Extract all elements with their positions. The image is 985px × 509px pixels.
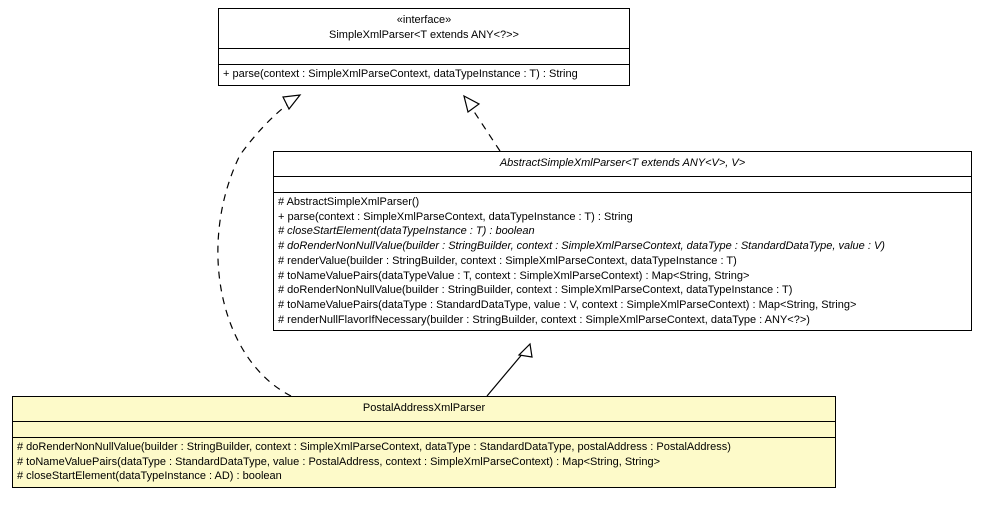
class-attributes-abstractsimplexmlparser (274, 176, 971, 192)
class-box-postaladdressxmlparser[interactable]: PostalAddressXmlParser # doRenderNonNull… (12, 396, 836, 489)
operation-row: # renderNullFlavorIfNecessary(builder : … (278, 313, 810, 326)
class-stereotype: «interface» (396, 14, 452, 26)
operation-row: # toNameValuePairs(dataType : StandardDa… (17, 455, 661, 468)
class-name: PostalAddressXmlParser (362, 402, 486, 414)
class-operations-postaladdressxmlparser: # doRenderNonNullValue(builder : StringB… (13, 437, 835, 487)
edge-postaladdress-extends-abstract (486, 342, 533, 397)
edge-abstract-realizes-interface (463, 94, 501, 152)
class-name: SimpleXmlParser<T extends ANY<?>> (329, 29, 519, 41)
operation-row: + parse(context : SimpleXmlParseContext,… (223, 68, 578, 80)
operation-row: # doRenderNonNullValue(builder : StringB… (278, 240, 885, 253)
operation-row: # toNameValuePairs(dataType : StandardDa… (278, 298, 857, 311)
class-header-simplexmlparser: «interface» SimpleXmlParser<T extends AN… (219, 9, 629, 48)
operation-row: # renderValue(builder : StringBuilder, c… (278, 254, 737, 267)
operation-row: + parse(context : SimpleXmlParseContext,… (278, 210, 633, 223)
operation-row: # closeStartElement(dataTypeInstance : A… (17, 470, 282, 483)
class-header-postaladdressxmlparser: PostalAddressXmlParser (13, 397, 835, 421)
class-header-abstractsimplexmlparser: AbstractSimpleXmlParser<T extends ANY<V>… (274, 152, 971, 176)
operation-row: # AbstractSimpleXmlParser() (278, 196, 420, 208)
operation-row: # doRenderNonNullValue(builder : StringB… (278, 284, 793, 297)
class-name: AbstractSimpleXmlParser<T extends ANY<V>… (499, 157, 746, 169)
class-box-abstractsimplexmlparser[interactable]: AbstractSimpleXmlParser<T extends ANY<V>… (273, 151, 972, 332)
operation-row: # closeStartElement(dataTypeInstance : T… (278, 225, 535, 238)
class-box-simplexmlparser[interactable]: «interface» SimpleXmlParser<T extends AN… (218, 8, 630, 86)
operation-row: # doRenderNonNullValue(builder : StringB… (17, 441, 731, 453)
class-operations-abstractsimplexmlparser: # AbstractSimpleXmlParser() + parse(cont… (274, 192, 971, 330)
class-attributes-postaladdressxmlparser (13, 421, 835, 437)
class-operations-simplexmlparser: + parse(context : SimpleXmlParseContext,… (219, 64, 629, 85)
class-attributes-simplexmlparser (219, 48, 629, 64)
operation-row: # toNameValuePairs(dataTypeValue : T, co… (278, 269, 750, 282)
